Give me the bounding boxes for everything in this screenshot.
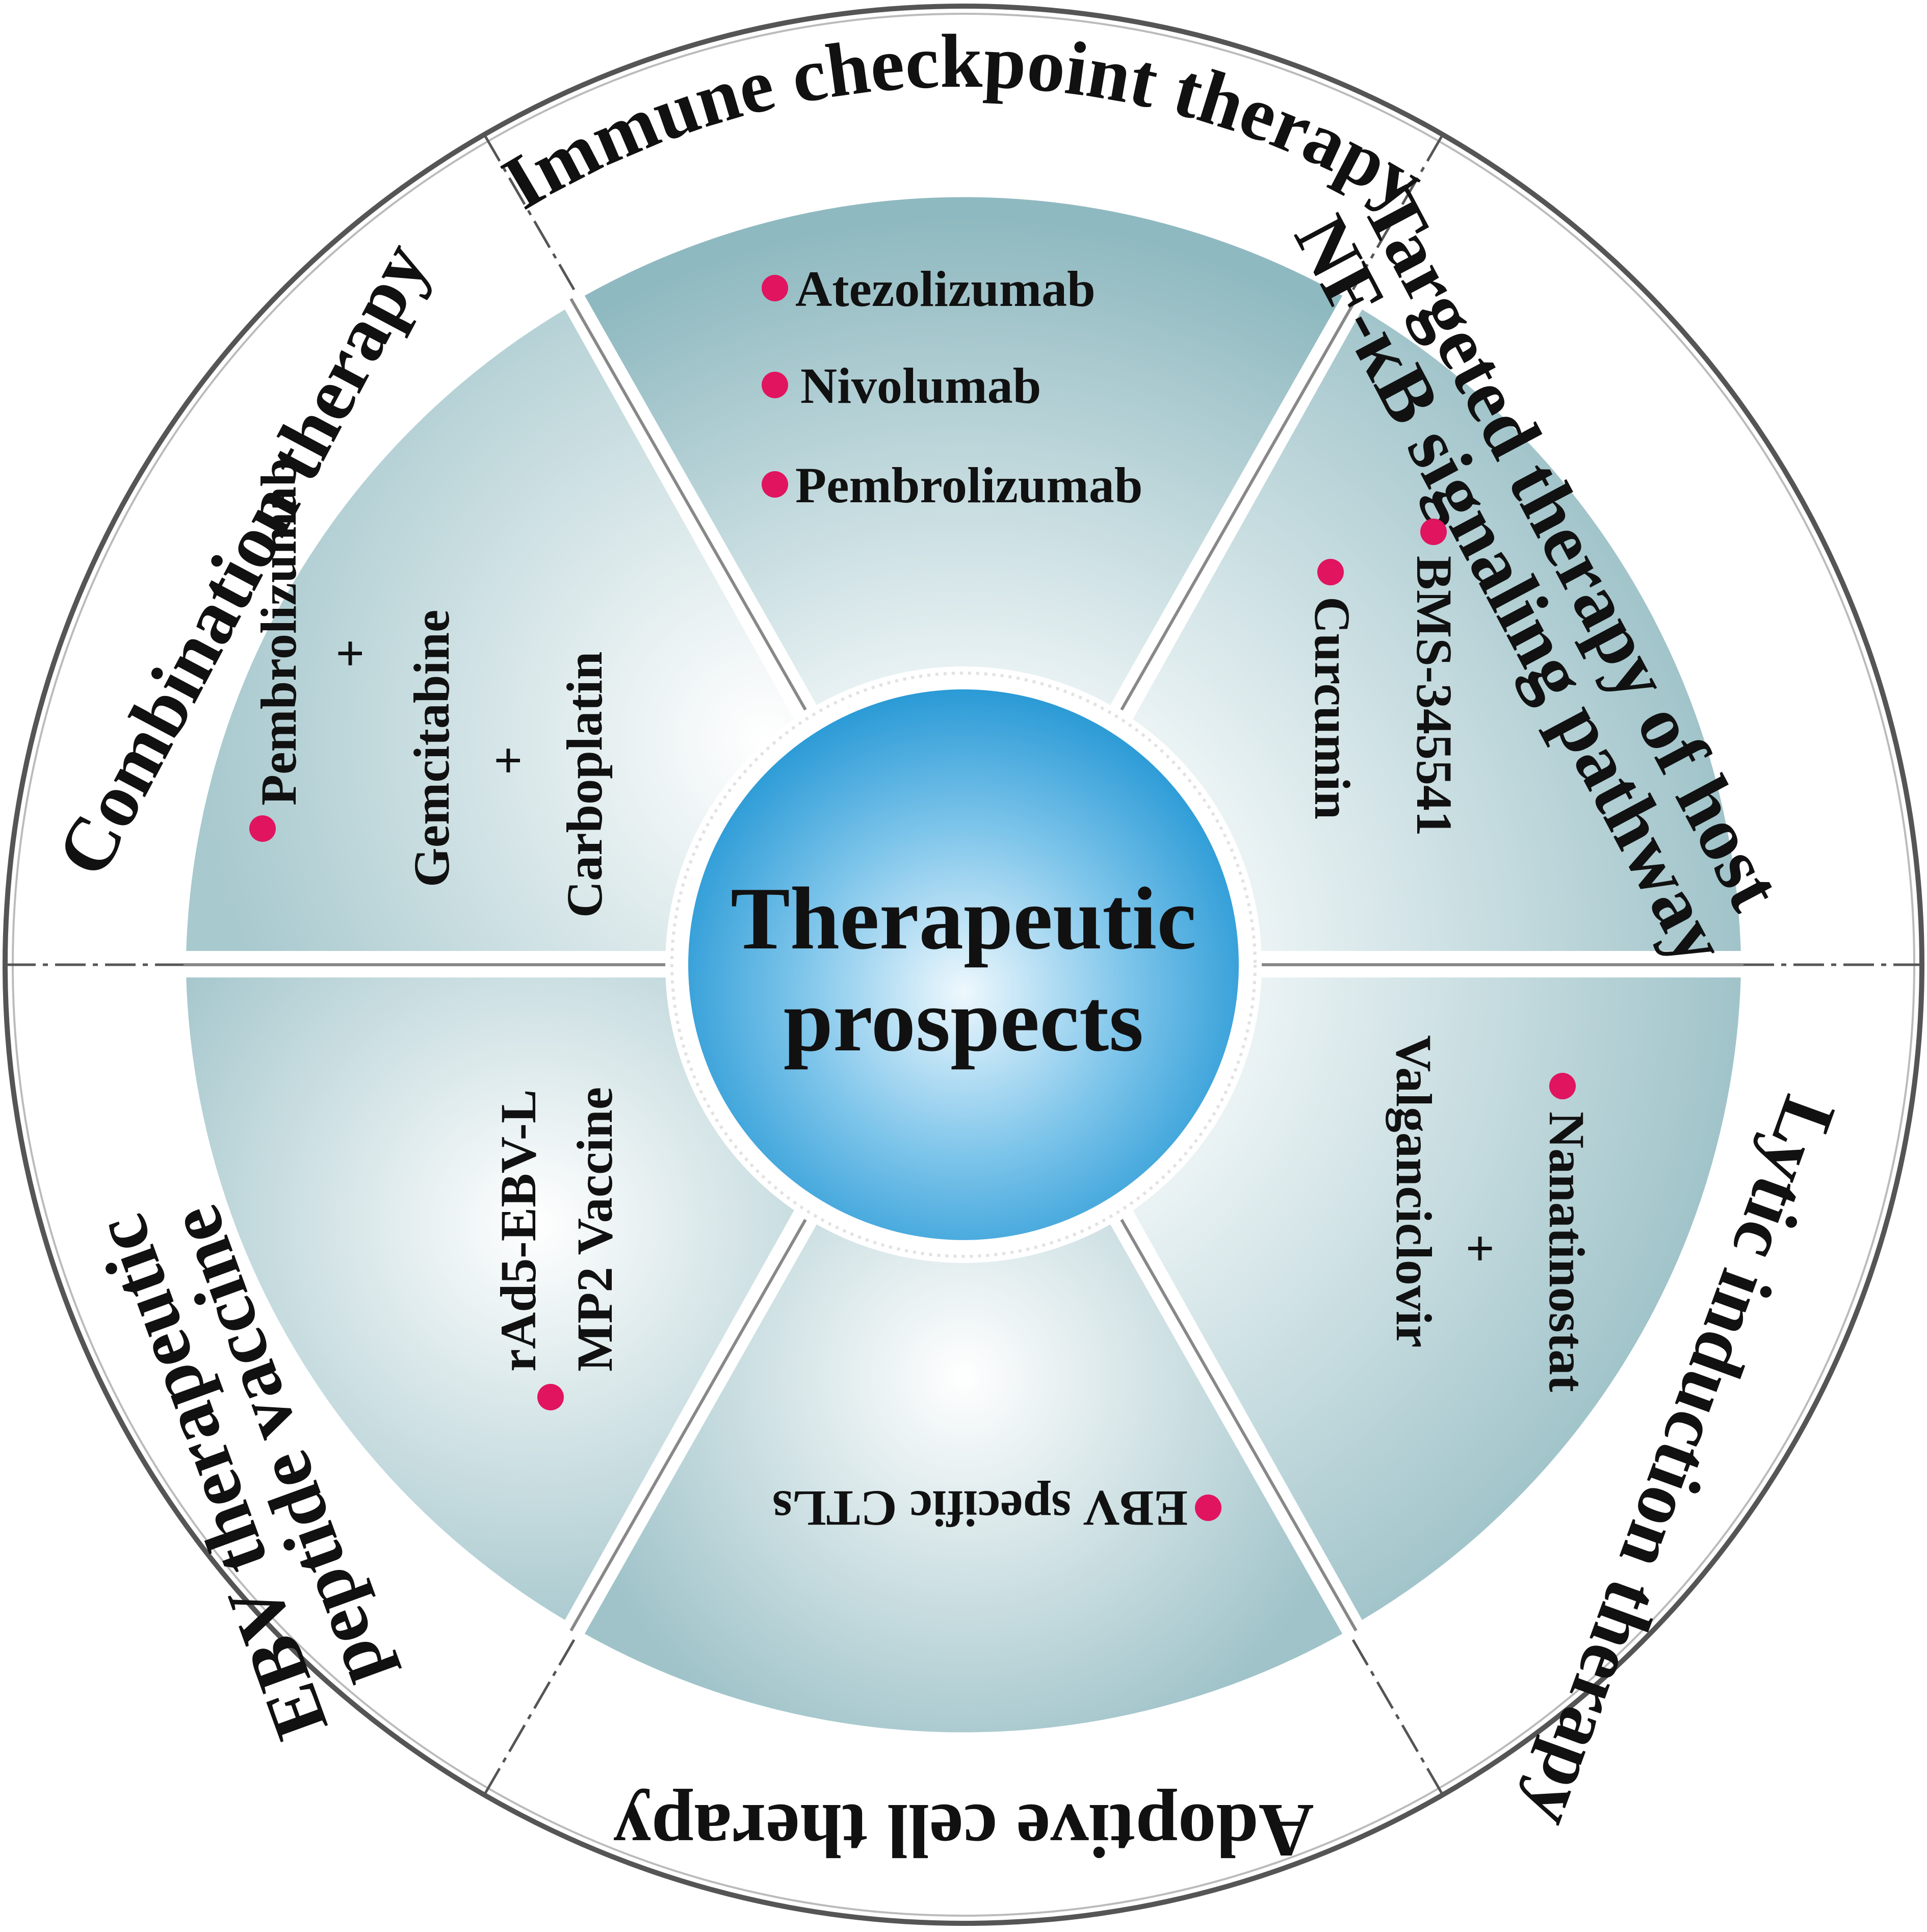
wedge-targeted — [1118, 302, 1747, 956]
center-circle — [688, 689, 1239, 1240]
item-nanatinostat: Nanatinostat — [1539, 1112, 1595, 1392]
center-border-texture — [670, 672, 1257, 1258]
bullet-icon — [762, 471, 788, 498]
wedge-separators — [184, 298, 1743, 1632]
wedge-combination — [180, 302, 809, 956]
item-lytic-plus: + — [1452, 1234, 1508, 1263]
targeted-items: BMS-345541 Curcumin — [1304, 519, 1463, 836]
item-combo-carboplatin: Carboplatin — [556, 652, 613, 918]
bullet-icon — [762, 275, 788, 301]
bullet-icon — [762, 372, 788, 398]
item-combo-plus-1: + — [322, 639, 378, 668]
bullet-icon — [1420, 519, 1447, 545]
lytic-items: Nanatinostat + Valganciclovir — [1386, 1035, 1595, 1392]
center-title-line1: Therapeutic — [731, 869, 1196, 968]
wedge-ebv-vaccine — [180, 972, 809, 1627]
item-mp2-vaccine: MP2 Vaccine — [566, 1087, 623, 1372]
label-adoptive: Adoptive cell therapy — [613, 1788, 1314, 1873]
bullet-icon — [249, 815, 276, 842]
item-valganciclovir: Valganciclovir — [1386, 1035, 1442, 1348]
wedge-adoptive — [578, 1209, 1349, 1738]
item-curcumin: Curcumin — [1304, 597, 1361, 819]
item-ebv-specific-ctls: EBV specific CTLs — [772, 1480, 1188, 1537]
bullet-icon — [537, 1384, 564, 1410]
item-rad5-ebv-l: rAd5-EBV-L — [490, 1089, 546, 1372]
wedge-lytic — [1118, 972, 1747, 1627]
item-combo-gemcitabine: Gemcitabine — [403, 610, 460, 887]
outer-ring-dividers — [5, 134, 1922, 1796]
immune-items: Atezolizumab Nivolumab Pembrolizumab — [762, 261, 1142, 513]
item-atezolizumab: Atezolizumab — [795, 261, 1096, 317]
item-nivolumab: Nivolumab — [800, 357, 1041, 414]
ebv-items: rAd5-EBV-L MP2 Vaccine — [490, 1087, 623, 1410]
combination-items: Pembrolizumab + Gemcitabine + Carboplati… — [249, 458, 613, 918]
item-bms-345541: BMS-345541 — [1406, 556, 1463, 836]
center-title-line2: prospects — [784, 971, 1144, 1070]
item-pembrolizumab: Pembrolizumab — [795, 457, 1142, 513]
wedge-immune-checkpoint — [578, 192, 1349, 720]
item-combo-pembrolizumab: Pembrolizumab — [250, 458, 307, 806]
bullet-icon — [1317, 559, 1344, 585]
wedges — [180, 192, 1747, 1738]
bullet-icon — [1195, 1495, 1221, 1521]
item-combo-plus-2: + — [480, 746, 536, 775]
adoptive-items: EBV specific CTLs — [772, 1480, 1221, 1537]
bullet-icon — [1549, 1073, 1576, 1099]
